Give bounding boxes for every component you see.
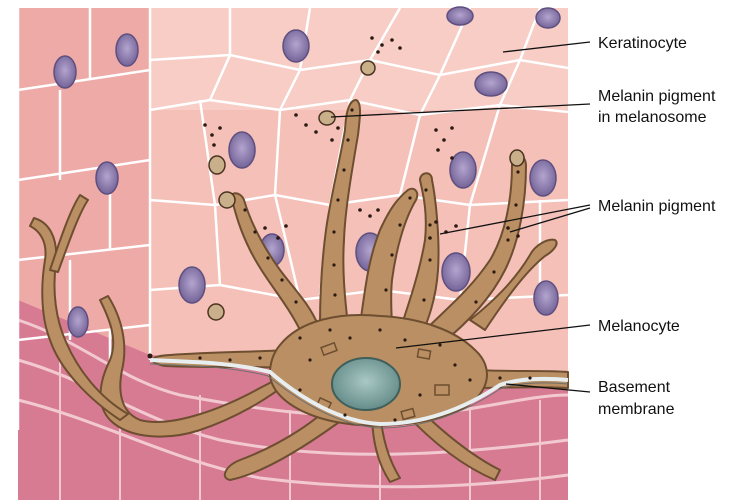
melanosome — [219, 192, 235, 208]
keratinocyte-nucleus — [96, 162, 118, 194]
label-keratinocyte: Keratinocyte — [598, 35, 687, 52]
labels: Keratinocyte Melanin pigment in melanoso… — [598, 35, 716, 418]
keratinocyte-nucleus — [475, 72, 507, 96]
keratinocyte-nucleus — [54, 56, 76, 88]
label-basement-membrane-line1: Basement — [598, 379, 671, 396]
keratinocyte-nucleus — [229, 132, 255, 168]
keratinocyte-nucleus — [530, 160, 556, 196]
label-basement-membrane-line2: membrane — [598, 401, 675, 418]
label-melanin-pigment-in-melanosome-line1: Melanin pigment — [598, 88, 716, 105]
melanosome — [209, 156, 225, 174]
melanosome — [319, 111, 335, 125]
melanosome — [361, 61, 375, 75]
melanosome — [208, 304, 224, 320]
label-melanin-pigment: Melanin pigment — [598, 198, 716, 215]
label-melanocyte: Melanocyte — [598, 318, 680, 335]
keratinocyte-nucleus — [442, 253, 470, 291]
keratinocyte-nucleus — [536, 8, 560, 28]
keratinocyte-nucleus — [534, 281, 558, 315]
label-melanin-pigment-in-melanosome-line2: in melanosome — [598, 109, 707, 126]
melanosome — [510, 150, 524, 166]
keratinocyte-nucleus — [283, 30, 309, 62]
keratinocyte-nucleus — [68, 307, 88, 337]
melanocyte-nucleus — [332, 358, 400, 410]
keratinocyte-nucleus — [179, 267, 205, 303]
keratinocyte-nucleus — [447, 7, 473, 25]
keratinocyte-nucleus — [450, 152, 476, 188]
keratinocyte-nucleus — [116, 34, 138, 66]
